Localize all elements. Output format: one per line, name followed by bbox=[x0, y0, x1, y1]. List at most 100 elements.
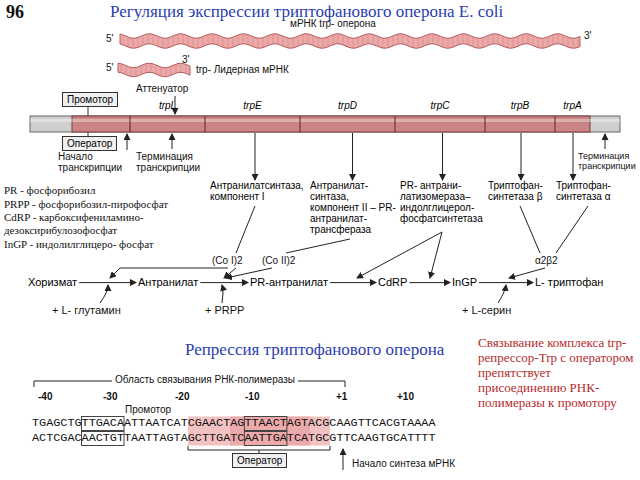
enzyme-label: Триптофан-синтетаза β bbox=[488, 180, 554, 202]
position-number: -30 bbox=[103, 391, 117, 402]
bracket-line bbox=[88, 107, 89, 136]
mrna-stripe bbox=[353, 39, 354, 47]
node-text: PR-антранилат bbox=[250, 276, 328, 289]
reagent-arrow bbox=[498, 285, 506, 303]
node-text: trpD bbox=[300, 100, 395, 111]
mrna-stripe bbox=[393, 37, 394, 45]
end-label: 5' bbox=[106, 62, 113, 73]
abbreviation: CdRP - карбоксифениламино-дезоксирибулоз… bbox=[4, 211, 204, 236]
mrna-stripe bbox=[153, 35, 154, 43]
operator-bracket bbox=[188, 446, 330, 453]
mrna-stripe bbox=[443, 38, 444, 46]
mrna-stripe bbox=[143, 36, 144, 44]
node-text: trpC bbox=[395, 100, 485, 111]
mrna-stripe bbox=[383, 39, 384, 47]
enzyme-complex: (Co II)2 bbox=[262, 255, 295, 266]
connector-arrow bbox=[479, 282, 533, 283]
mrna-stripe bbox=[131, 68, 132, 75]
reagent: + L-серин bbox=[462, 304, 511, 316]
abbreviation: PRPP - фосфорибозил-пирофосфат bbox=[4, 198, 204, 211]
bar-highlight bbox=[30, 119, 620, 122]
reagent-arrow bbox=[222, 285, 223, 303]
mrna-stripe bbox=[273, 35, 274, 43]
connector-arrow bbox=[330, 282, 376, 283]
mrna-stripe bbox=[288, 39, 289, 47]
mrna-stripe bbox=[498, 35, 499, 43]
enzyme-line bbox=[357, 232, 442, 278]
mrna-stripe bbox=[458, 36, 459, 44]
mrna-stripe bbox=[473, 38, 474, 46]
region-label: Область связывания РНК-полимеразы bbox=[112, 374, 298, 385]
position-number: -40 bbox=[38, 391, 52, 402]
gene-segment: trpL bbox=[130, 100, 205, 133]
region-label: Промотор bbox=[125, 404, 171, 415]
gene-segment: trpB bbox=[485, 100, 555, 133]
mrna-stripe bbox=[298, 37, 299, 45]
mrna-stripe bbox=[483, 39, 484, 47]
slide-number: 96 bbox=[6, 2, 24, 23]
mrna-stripe bbox=[248, 36, 249, 44]
metabolite: Хоризмат bbox=[26, 276, 79, 289]
mrna-stripe bbox=[343, 36, 344, 44]
abbreviation: InGP - индолилглицеро- фосфат bbox=[4, 238, 204, 251]
connector-arrow bbox=[200, 282, 248, 283]
mrna-stripe bbox=[523, 35, 524, 43]
mrna-stripe bbox=[223, 38, 224, 46]
mrna-stripe bbox=[428, 36, 429, 44]
site-label: Терминация транскрипции bbox=[578, 151, 636, 171]
mrna-bands bbox=[118, 34, 580, 77]
connector-arrow bbox=[255, 133, 256, 180]
mrna-stripe bbox=[368, 35, 369, 43]
mrna-stripe bbox=[413, 39, 414, 47]
mrna-stripe bbox=[463, 35, 464, 43]
mrna-stripe bbox=[138, 38, 139, 46]
node-text: Оператор bbox=[67, 138, 112, 149]
mrna-stripe bbox=[543, 39, 544, 47]
mrna-stripe bbox=[453, 38, 454, 46]
mrna-stripe bbox=[181, 64, 182, 71]
mrna-stripe bbox=[123, 36, 124, 44]
metabolite: CdRP bbox=[376, 276, 409, 289]
mrna-stripe bbox=[133, 39, 134, 47]
mrna-stripe bbox=[493, 35, 494, 43]
position-number: +1 bbox=[336, 391, 347, 402]
gene-segment: trpD bbox=[300, 100, 395, 133]
mrna-stripe bbox=[373, 35, 374, 43]
enzyme-label: Антранилатсинтаза, компонент I bbox=[210, 180, 308, 202]
mrna-stripe bbox=[228, 39, 229, 47]
mrna-stripe bbox=[528, 35, 529, 43]
mrna-stripe bbox=[338, 35, 339, 43]
mrna-stripe bbox=[508, 39, 509, 47]
mrna-stripe bbox=[268, 37, 269, 45]
mrna-stripe bbox=[398, 35, 399, 43]
node-text: Антранилат-синтаза, компонент II – PR-ан… bbox=[310, 180, 398, 235]
mrna-stripe bbox=[156, 66, 157, 73]
gene-dividers bbox=[130, 116, 555, 132]
mrna-stripe bbox=[363, 36, 364, 44]
connector-arrow bbox=[521, 133, 522, 180]
node-text: Триптофан-синтетаза β bbox=[488, 180, 554, 202]
mrna-stripe bbox=[168, 39, 169, 47]
connector-arrow bbox=[573, 133, 574, 180]
mrna-stripe bbox=[318, 39, 319, 47]
leader-arrow bbox=[172, 134, 173, 149]
mrna-stripe bbox=[433, 35, 434, 43]
enzyme-line bbox=[236, 206, 255, 253]
node-text: PR- антрани-латизомераза– индолглицерол-… bbox=[400, 180, 486, 224]
mrna-stripe bbox=[563, 36, 564, 44]
end-label: 3' bbox=[182, 54, 189, 65]
enzyme-line bbox=[520, 206, 540, 253]
start-arrow bbox=[343, 449, 344, 470]
mrna-stripe bbox=[538, 39, 539, 47]
mrna-stripe bbox=[313, 37, 314, 45]
mrna-stripe bbox=[558, 35, 559, 43]
mrna-stripe bbox=[198, 39, 199, 47]
mrna-stripe bbox=[518, 37, 519, 45]
site-label: Начало транскрипции bbox=[58, 151, 122, 173]
node-text: Промотор bbox=[67, 94, 113, 105]
mrna-stripe bbox=[423, 38, 424, 46]
mrna-stripe bbox=[448, 39, 449, 47]
mrna-stripe bbox=[203, 38, 204, 46]
mrna-stripe bbox=[173, 37, 174, 45]
metabolite: L- триптофан bbox=[533, 276, 605, 289]
